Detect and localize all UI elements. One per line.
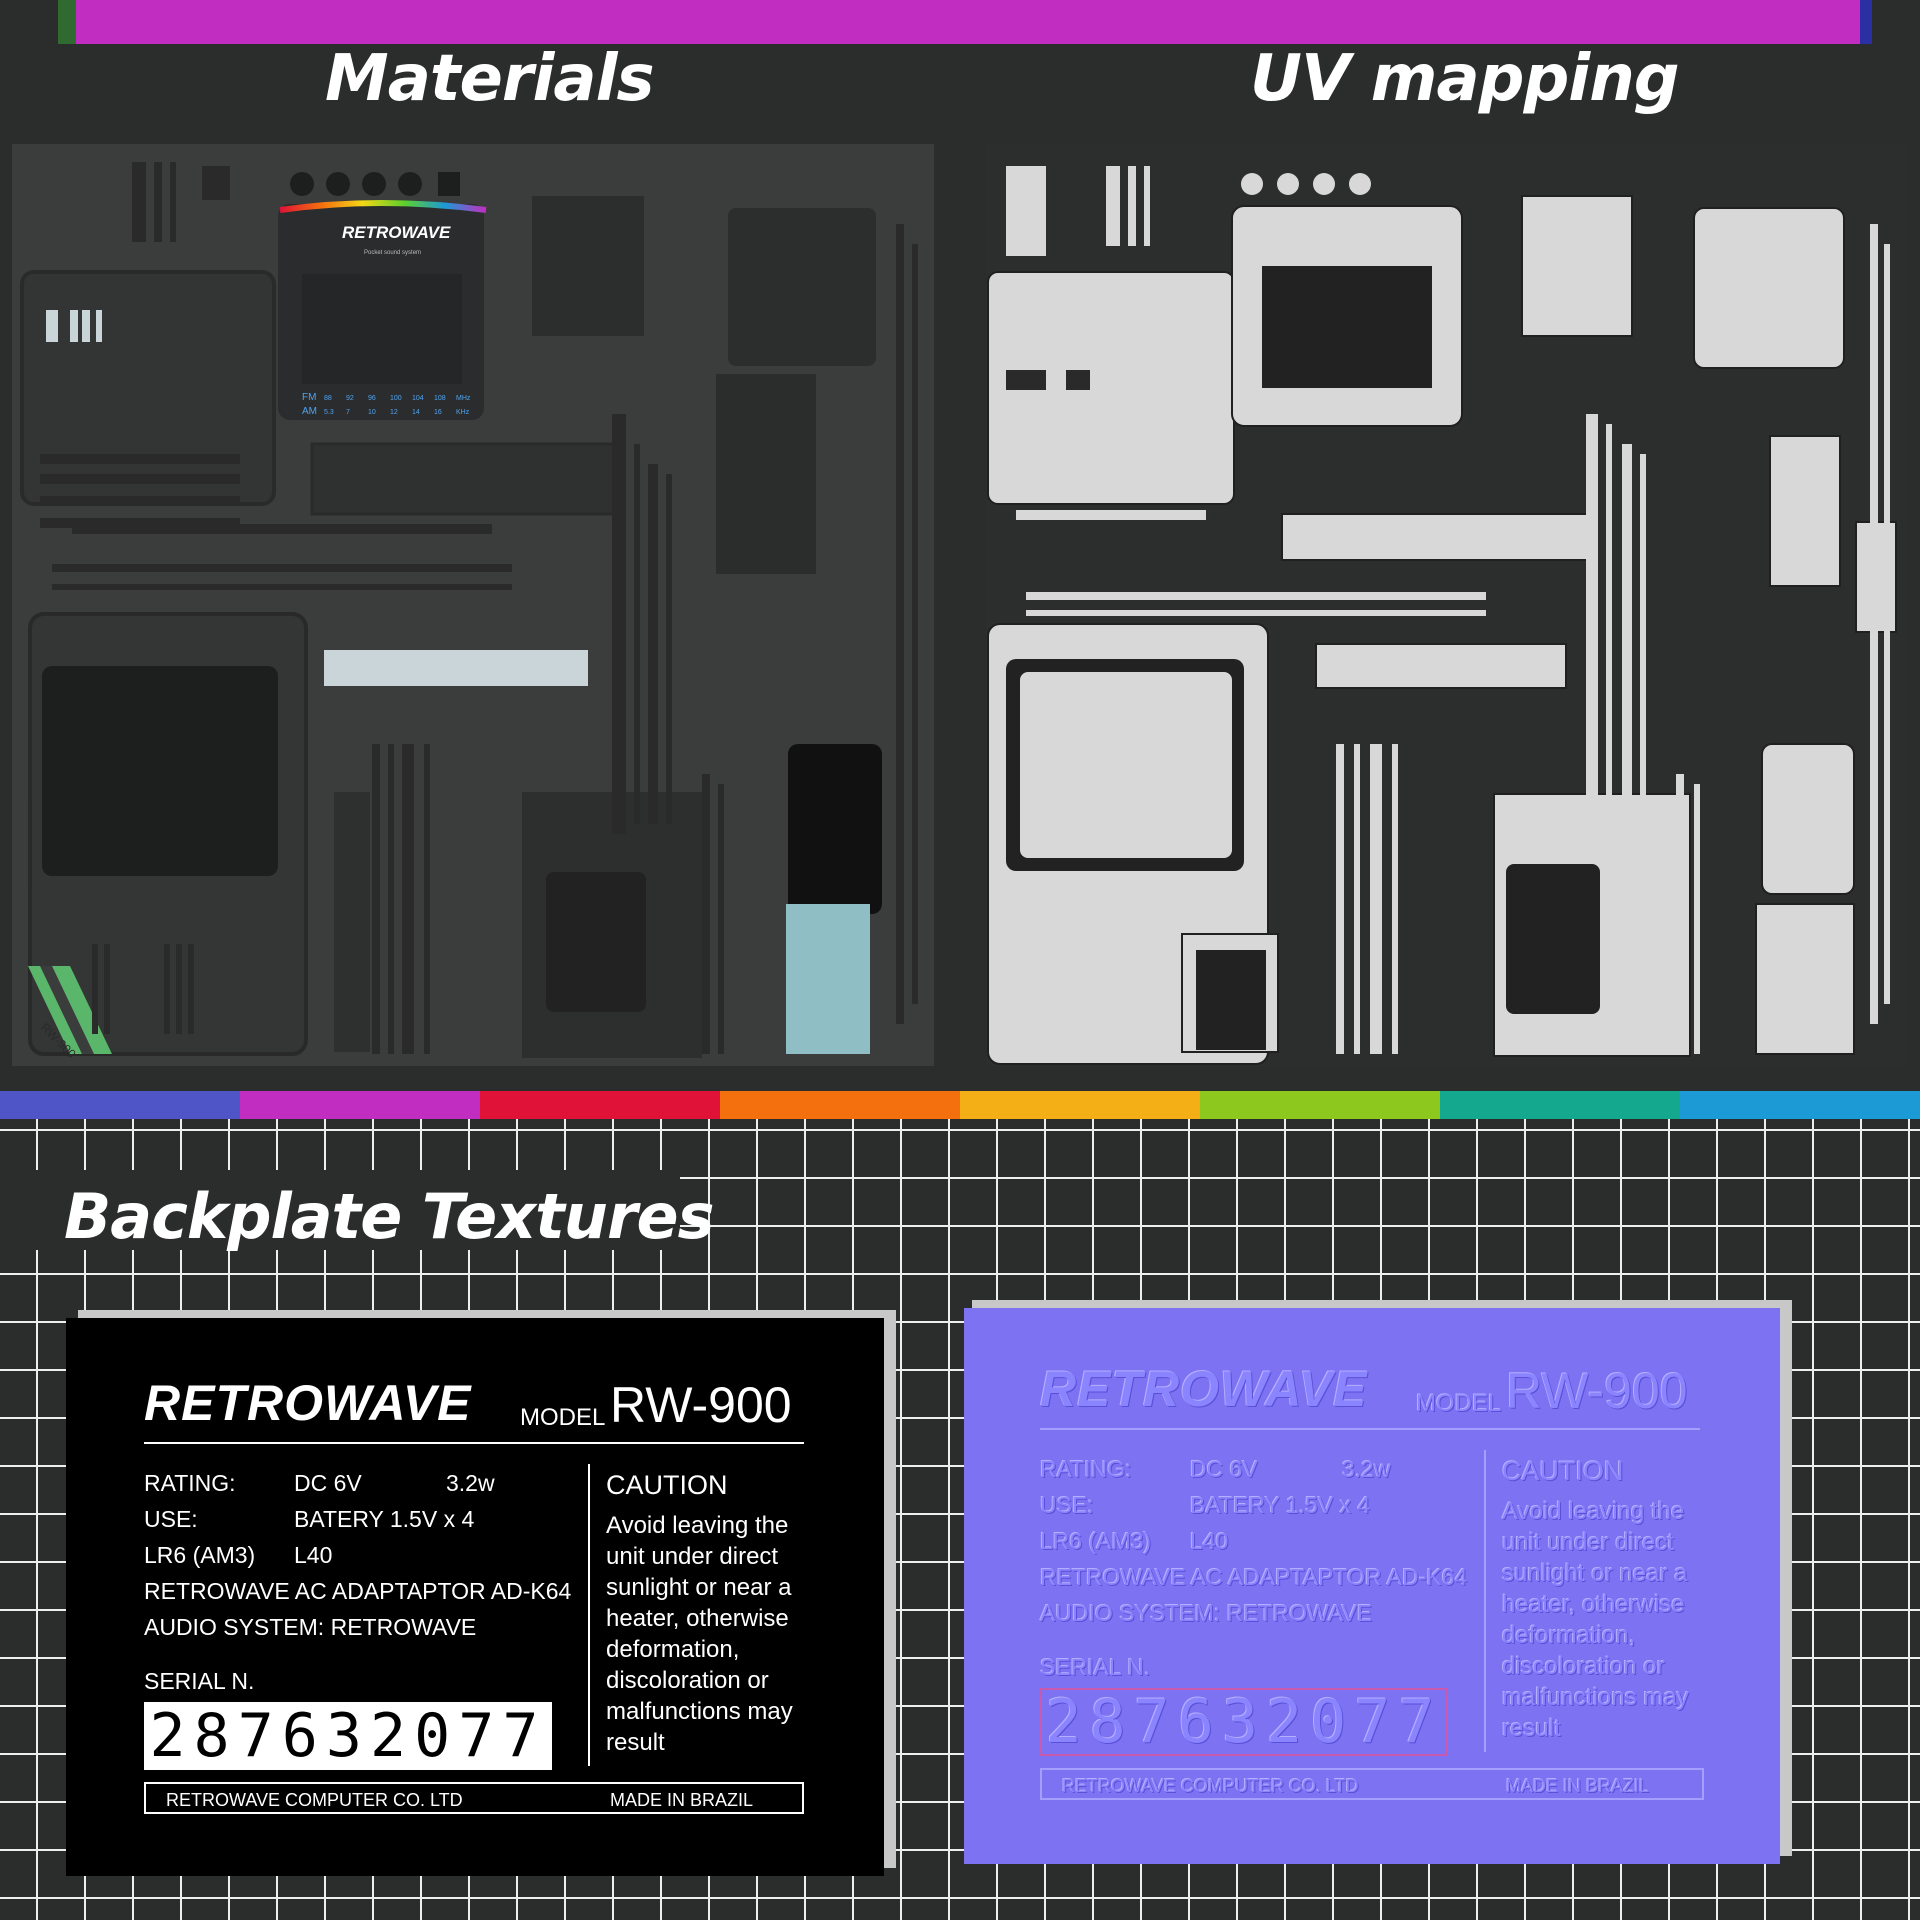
plate-model: RW-900 bbox=[610, 1377, 792, 1433]
uv-mapping-title: UV mapping bbox=[1250, 42, 1680, 116]
uv-layout-atlas bbox=[987, 166, 1897, 1065]
serial-number: 287632077 bbox=[144, 1701, 552, 1771]
atlas-scale-tick: MHz bbox=[456, 395, 471, 402]
rainbow-segment bbox=[1680, 1091, 1920, 1119]
normal-caution-title: CAUTION bbox=[1502, 1456, 1624, 1486]
top-color-bar bbox=[0, 0, 1920, 44]
normal-made-in-text: MADE IN BRAZIL bbox=[1506, 1776, 1650, 1796]
normal-adaptor-text: RETROWAVE AC ADAPTAPTOR AD-K64 bbox=[1040, 1564, 1468, 1590]
backplate-color-texture: RETROWAVE MODEL RW-900 RATING: DC 6V 3.2… bbox=[66, 1318, 884, 1876]
rating-label: RATING: bbox=[144, 1470, 236, 1496]
normal-use-value: BATERY 1.5V x 4 bbox=[1190, 1492, 1371, 1518]
normal-rating-value: DC 6V bbox=[1190, 1456, 1258, 1482]
backplate-textures-title: Backplate Textures bbox=[64, 1180, 714, 1253]
plate-header-rule bbox=[144, 1442, 804, 1444]
normal-plate-brand: RETROWAVE bbox=[1040, 1361, 1368, 1417]
normal-lr6-label: LR6 (AM3) bbox=[1040, 1528, 1152, 1554]
normal-use-label: USE: bbox=[1040, 1492, 1094, 1518]
backplate-normal-map: RETROWAVE MODEL RW-900 RATING: DC 6V 3.2… bbox=[964, 1308, 1780, 1864]
use-value: BATERY 1.5V x 4 bbox=[294, 1506, 475, 1532]
lr6-value: L40 bbox=[294, 1542, 333, 1568]
rating-value: DC 6V bbox=[294, 1470, 362, 1496]
rainbow-segment bbox=[0, 1091, 240, 1119]
rainbow-segment bbox=[1440, 1091, 1680, 1119]
made-in-text: MADE IN BRAZIL bbox=[610, 1790, 754, 1810]
atlas-scale-tick: 14 bbox=[412, 409, 420, 416]
atlas-scale-tick: 104 bbox=[412, 395, 424, 402]
materials-texture-panel: RETROWAVE Pocket sound system FM AM 88 92… bbox=[12, 144, 934, 1066]
rainbow-segment bbox=[720, 1091, 960, 1119]
rainbow-segment bbox=[480, 1091, 720, 1119]
lr6-label: LR6 (AM3) bbox=[144, 1542, 256, 1568]
normal-audio-text: AUDIO SYSTEM: RETROWAVE bbox=[1040, 1600, 1373, 1626]
normal-model: RW-900 bbox=[1506, 1363, 1688, 1419]
plate-footer: RETROWAVE COMPUTER CO. LTD MADE IN BRAZI… bbox=[144, 1782, 804, 1814]
adaptor-text: RETROWAVE AC ADAPTAPTOR AD-K64 bbox=[144, 1578, 572, 1604]
normal-rating-power: 3.2w bbox=[1342, 1456, 1391, 1482]
normal-rating-label: RATING: bbox=[1040, 1456, 1132, 1482]
atlas-scale-tick: 7 bbox=[346, 409, 350, 416]
top-bar-magenta-segment bbox=[76, 0, 1860, 44]
normal-company-text: RETROWAVE COMPUTER CO. LTD bbox=[1062, 1776, 1359, 1796]
materials-texture-atlas: RETROWAVE Pocket sound system FM AM 88 92… bbox=[20, 162, 918, 1061]
rainbow-segment bbox=[1200, 1091, 1440, 1119]
atlas-scale-tick: KHz bbox=[456, 409, 470, 416]
plate-model-label: MODEL bbox=[520, 1404, 606, 1431]
atlas-fm-scale: 88 92 96 100 104 108 MHz bbox=[324, 395, 471, 402]
normal-serial-label: SERIAL N. bbox=[1040, 1654, 1151, 1680]
atlas-scale-tick: 12 bbox=[390, 409, 398, 416]
serial-label: SERIAL N. bbox=[144, 1668, 255, 1694]
company-text: RETROWAVE COMPUTER CO. LTD bbox=[166, 1790, 463, 1810]
rainbow-segment bbox=[240, 1091, 480, 1119]
materials-title: Materials bbox=[325, 42, 655, 116]
atlas-am-label: AM bbox=[302, 406, 317, 417]
atlas-scale-tick: 10 bbox=[368, 409, 376, 416]
rating-power: 3.2w bbox=[446, 1470, 495, 1496]
backplate-title-backdrop bbox=[0, 1170, 680, 1250]
use-label: USE: bbox=[144, 1506, 198, 1532]
atlas-scale-tick: 100 bbox=[390, 395, 402, 402]
caution-text: Avoid leaving the unit under direct sunl… bbox=[606, 1512, 793, 1756]
atlas-scale-tick: 96 bbox=[368, 395, 376, 402]
atlas-scale-tick: 92 bbox=[346, 395, 354, 402]
atlas-am-scale: 5.3 7 10 12 14 16 KHz bbox=[324, 409, 470, 416]
uv-mapping-panel bbox=[986, 144, 1908, 1066]
plate-brand: RETROWAVE bbox=[144, 1375, 472, 1431]
audio-text: AUDIO SYSTEM: RETROWAVE bbox=[144, 1614, 477, 1640]
normal-header-rule bbox=[1040, 1428, 1700, 1430]
top-bar-blue-segment bbox=[1860, 0, 1872, 44]
normal-column-divider bbox=[1484, 1450, 1486, 1752]
normal-model-label: MODEL bbox=[1416, 1390, 1502, 1417]
plate-column-divider bbox=[588, 1464, 590, 1766]
atlas-tagline-text: Pocket sound system bbox=[364, 250, 421, 256]
atlas-scale-tick: 108 bbox=[434, 395, 446, 402]
normal-caution-text: Avoid leaving the unit under direct sunl… bbox=[1502, 1498, 1689, 1742]
top-bar-green-segment bbox=[58, 0, 76, 44]
atlas-scale-tick: 5.3 bbox=[324, 409, 334, 416]
normal-serial-number: 287632077 bbox=[1040, 1687, 1448, 1757]
atlas-scale-tick: 16 bbox=[434, 409, 442, 416]
rainbow-divider bbox=[0, 1091, 1920, 1119]
atlas-fm-label: FM bbox=[302, 392, 316, 403]
normal-lr6-value: L40 bbox=[1190, 1528, 1229, 1554]
atlas-brand-text: RETROWAVE bbox=[342, 223, 451, 242]
caution-title: CAUTION bbox=[606, 1470, 728, 1500]
rainbow-segment bbox=[960, 1091, 1200, 1119]
normal-plate-footer: RETROWAVE COMPUTER CO. LTD MADE IN BRAZI… bbox=[1040, 1768, 1704, 1800]
atlas-scale-tick: 88 bbox=[324, 395, 332, 402]
